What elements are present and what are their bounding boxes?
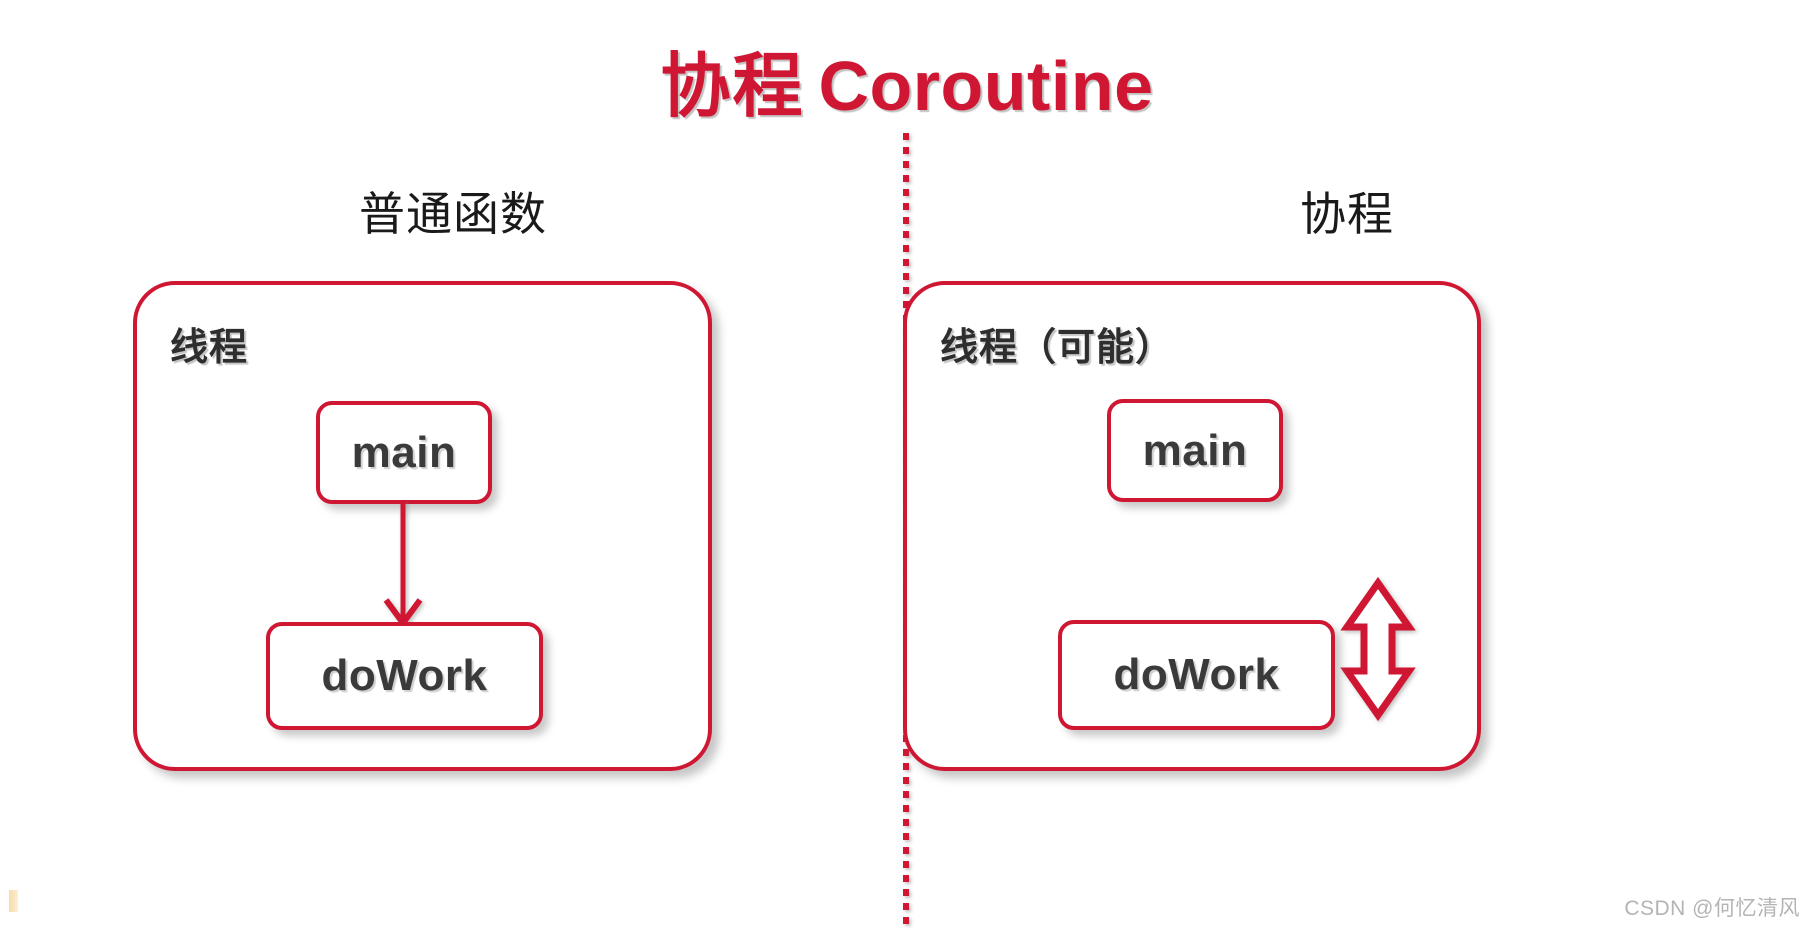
page-title-chinese: 协程	[660, 47, 805, 125]
corner-artifact	[9, 890, 18, 912]
function-box-main-left[interactable]: main	[316, 401, 492, 504]
column-heading-ordinary-function: 普通函数	[359, 188, 547, 240]
arrow-bidirectional-main-dowork-right	[1340, 576, 1416, 722]
function-box-dowork-right-label: doWork	[1113, 650, 1280, 699]
function-box-dowork-right[interactable]: doWork	[1058, 620, 1335, 730]
csdn-watermark: CSDN @何忆清风	[1624, 897, 1800, 920]
thread-label-right: 线程（可能）	[940, 327, 1175, 369]
column-heading-coroutine: 协程	[1300, 188, 1394, 240]
function-box-dowork-left[interactable]: doWork	[266, 622, 543, 730]
page-title-english: Coroutine	[818, 47, 1154, 125]
function-box-main-right-label: main	[1142, 425, 1248, 475]
function-box-main-left-label: main	[351, 427, 457, 477]
function-box-main-right[interactable]: main	[1107, 399, 1283, 502]
arrow-main-to-dowork-left	[383, 500, 423, 629]
thread-label-left: 线程	[170, 327, 249, 369]
function-box-dowork-left-label: doWork	[321, 651, 488, 700]
